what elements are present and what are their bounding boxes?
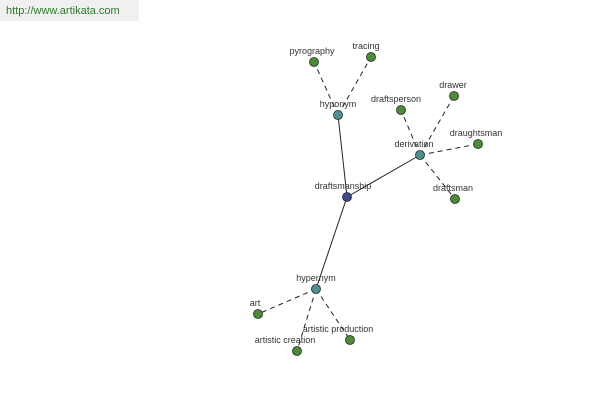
edge-hypernym-artistic-creation [296,288,317,352]
edge-hyponym-tracing [337,56,372,116]
label-draftsmanship[interactable]: draftsmanship [315,181,372,191]
edge-draftsmanship-derivation [346,154,421,198]
label-draughtsman[interactable]: draughtsman [450,128,503,138]
edge-derivation-draughtsman [419,143,479,156]
node-artistic-creation[interactable] [292,346,302,356]
label-tracing[interactable]: tracing [352,41,379,51]
label-hypernym[interactable]: hypernym [296,273,336,283]
url-bar: http://www.artikata.com [0,0,139,21]
node-draughtsman[interactable] [473,139,483,149]
label-artistic-creation[interactable]: artistic creation [255,335,316,345]
node-artistic-production[interactable] [345,335,355,345]
node-hypernym[interactable] [311,284,321,294]
label-draftsman[interactable]: draftsman [433,183,473,193]
label-draftsperson[interactable]: draftsperson [371,94,421,104]
site-url-link[interactable]: http://www.artikata.com [6,4,120,17]
edge-derivation-draftsman [419,154,456,200]
edge-hyponym-pyrography [313,61,339,116]
edge-derivation-drawer [419,95,455,156]
node-derivation[interactable] [415,150,425,160]
node-draftsman[interactable] [450,194,460,204]
node-pyrography[interactable] [309,57,319,67]
node-drawer[interactable] [449,91,459,101]
edge-draftsmanship-hypernym [315,196,348,290]
label-artistic-production[interactable]: artistic production [303,324,374,334]
label-drawer[interactable]: drawer [439,80,467,90]
node-draftsperson[interactable] [396,105,406,115]
node-art[interactable] [253,309,263,319]
label-hyponym[interactable]: hyponym [320,99,357,109]
edge-hypernym-artistic-production [315,288,351,341]
edge-hypernym-art [257,288,317,315]
edge-draftsmanship-hyponym [337,114,348,198]
label-art[interactable]: art [250,298,261,308]
node-draftsmanship[interactable] [342,192,352,202]
node-hyponym[interactable] [333,110,343,120]
node-tracing[interactable] [366,52,376,62]
label-derivation[interactable]: derivation [394,139,433,149]
label-pyrography[interactable]: pyrography [289,46,335,56]
edge-derivation-draftsperson [400,109,421,156]
